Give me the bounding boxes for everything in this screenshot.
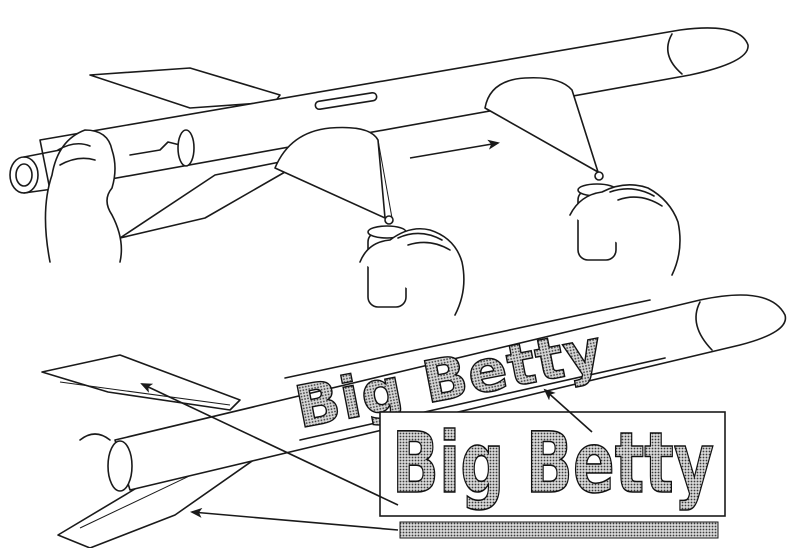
bottom-rocket-assembly: Big Betty Big Betty	[42, 295, 785, 548]
top-motor-tube-end	[10, 157, 38, 193]
top-rear-upper-fin	[90, 68, 280, 108]
bottom-motor-tube-end	[108, 441, 132, 491]
decal-stripe	[400, 522, 718, 538]
bottom-upper-fin	[42, 355, 240, 410]
top-rocket-assembly	[10, 28, 748, 315]
slide-direction-arrow	[410, 143, 498, 158]
decal-label: Big Betty	[392, 414, 714, 512]
arrow-to-lower-fin	[192, 512, 398, 530]
top-body-tube	[40, 28, 748, 190]
